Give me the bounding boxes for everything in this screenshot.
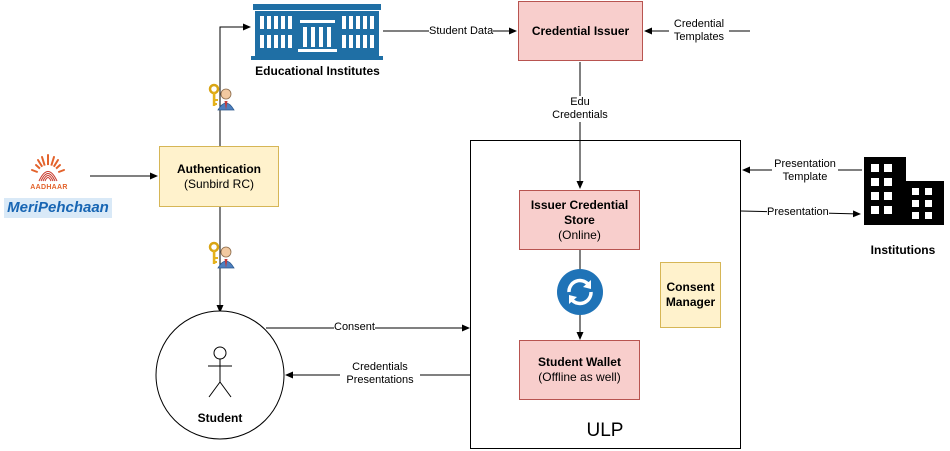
ulp-label: ULP <box>586 420 624 441</box>
edu-credentials-line2: Credentials <box>552 109 608 121</box>
credential-templates-line1: Credential <box>673 18 725 30</box>
issuer-store-subtitle: (Online) <box>558 227 601 242</box>
edge-auth-institutes <box>219 23 251 146</box>
edu-credentials-line1: Edu <box>570 96 590 108</box>
stick-figure-icon <box>208 346 232 398</box>
authentication-node: Authentication (Sunbird RC) <box>159 146 279 207</box>
credential-issuer-node: Credential Issuer <box>518 1 643 61</box>
credential-templates-line2: Templates <box>673 31 725 43</box>
university-building-icon <box>251 4 383 60</box>
student-wallet-subtitle: (Offline as well) <box>538 370 621 384</box>
presentation-template-line2: Template <box>782 171 828 183</box>
issuer-store-title-line1: Issuer Credential <box>530 197 629 212</box>
student-label: Student <box>197 411 243 425</box>
educational-institutes-label: Educational Institutes <box>255 64 380 78</box>
meripehchaan-logo: MeriPehchaan <box>4 198 112 218</box>
aadhaar-logo <box>31 154 65 187</box>
consent-manager-node: Consent Manager <box>660 262 721 328</box>
issuer-credential-store-node: Issuer Credential Store (Online) <box>519 190 640 250</box>
credential-issuer-label: Credential Issuer <box>531 23 630 38</box>
authentication-subtitle: (Sunbird RC) <box>183 176 255 191</box>
aadhaar-wordmark: AADHAAR <box>30 184 68 191</box>
credentials-presentations-line1: Credentials <box>352 361 408 373</box>
edge-label-edu-credentials: Edu Credentials <box>550 96 610 122</box>
ulp-container <box>470 140 741 449</box>
issuer-store-title-line2: Store <box>564 212 595 227</box>
office-building-icon <box>864 157 944 225</box>
key-user-icon <box>208 83 235 111</box>
credentials-presentations-line2: Presentations <box>346 374 414 386</box>
edge-label-presentation-template: Presentation Template <box>772 158 838 184</box>
key-user-icon <box>208 241 235 269</box>
edge-label-consent: Consent <box>334 321 375 334</box>
edge-label-presentation: Presentation <box>767 206 829 219</box>
edge-label-credential-templates: Credential Templates <box>669 18 729 44</box>
institutions-label: Institutions <box>870 243 936 257</box>
edge-label-credentials-presentations: Credentials Presentations <box>340 361 420 387</box>
student-wallet-node: Student Wallet (Offline as well) <box>519 340 640 400</box>
consent-manager-line2: Manager <box>665 295 716 309</box>
presentation-template-line1: Presentation <box>774 158 836 170</box>
sync-icon <box>557 269 603 315</box>
consent-manager-line1: Consent <box>666 280 715 294</box>
authentication-title: Authentication <box>177 161 261 176</box>
student-wallet-title: Student Wallet <box>538 355 621 369</box>
edge-label-student-data: Student Data <box>429 25 494 38</box>
